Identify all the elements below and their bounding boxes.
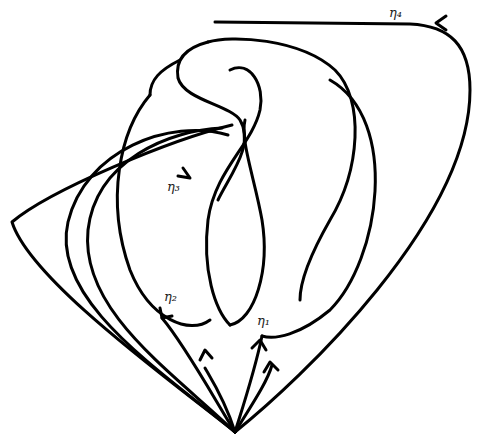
- loop-label: η₄: [388, 6, 403, 20]
- loop-label: η₂: [163, 290, 178, 304]
- loop-label: η₃: [166, 180, 181, 194]
- loop-label: η₁: [256, 314, 271, 328]
